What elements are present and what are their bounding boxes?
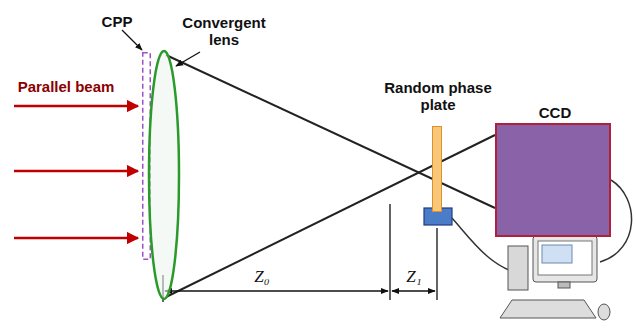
ccd-camera: CCD — [495, 123, 611, 237]
dimension-label: Z₁ — [406, 267, 421, 286]
light-rays — [166, 55, 495, 297]
computer-icon — [500, 236, 610, 320]
parallel-beam-arrows — [14, 106, 138, 238]
beam-label: Parallel beam — [18, 78, 115, 95]
random-phase-plate: Random phase plate — [432, 126, 442, 212]
component-label: CCD — [539, 104, 572, 121]
dimension-label: Z₀ — [254, 267, 269, 286]
component-label: Random phase plate — [384, 79, 492, 113]
component-label: CPP — [102, 13, 133, 30]
component-label: Convergent lens — [182, 14, 265, 48]
convergent-lens: Convergent lens — [148, 50, 180, 300]
lens-outline — [148, 50, 180, 300]
dimension-lines — [163, 204, 437, 302]
